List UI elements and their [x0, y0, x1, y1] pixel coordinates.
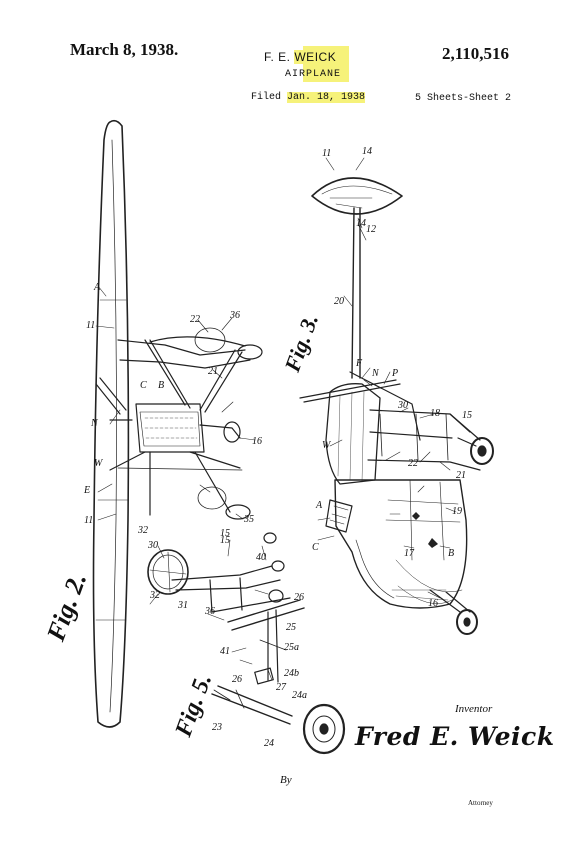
ref-numeral: 23 — [212, 722, 222, 733]
ref-numeral: F — [356, 358, 363, 369]
fig3-airplane — [299, 157, 494, 635]
ref-numeral: 12 — [366, 224, 376, 235]
ref-numeral: 27 — [276, 682, 286, 693]
fig2-airplane — [92, 119, 263, 728]
ref-numeral: 21 — [208, 366, 218, 377]
patent-title: AIRPLANE — [285, 69, 342, 80]
ref-numeral: 30 — [148, 540, 158, 551]
ref-numeral: 31 — [178, 600, 188, 611]
patent-number: 2,110,516 — [442, 44, 510, 63]
ref-numeral: 17 — [404, 548, 414, 559]
ref-numeral: 14 — [362, 146, 372, 157]
patent-date: March 8, 1938. — [70, 40, 179, 59]
sheet-count: 5 Sheets-Sheet 2 — [415, 93, 512, 104]
filed-label: Filed — [251, 92, 282, 103]
ref-numeral: 32 — [150, 590, 160, 601]
ref-numeral: 35 — [244, 514, 254, 525]
inventor-signature: Fred E. Weick — [355, 722, 555, 751]
filed-date: Jan. 18, 1938 — [287, 92, 366, 103]
ref-numeral: 26 — [232, 674, 242, 685]
ref-numeral: B — [158, 380, 165, 391]
ref-numeral: 41 — [220, 646, 230, 657]
ref-numeral: 15 — [220, 535, 230, 546]
ref-numeral: 20 — [334, 296, 344, 307]
ref-numeral: A — [316, 500, 323, 511]
ref-numeral: 15 — [220, 528, 230, 539]
ref-numeral: 22 — [408, 458, 418, 469]
ref-numeral: 24a — [292, 690, 307, 701]
by-label: By — [280, 774, 292, 786]
inventor-initials: F. E. — [264, 50, 291, 64]
ref-numeral: 16 — [252, 436, 262, 447]
ref-numeral: 26 — [294, 592, 304, 603]
fig5-landing-gear — [147, 532, 346, 755]
ref-numeral: 36 — [205, 606, 215, 617]
ref-numeral: 11 — [322, 148, 332, 159]
ref-numeral: 24b — [284, 668, 299, 679]
ref-numeral: 24 — [264, 738, 274, 749]
ref-numeral: W — [322, 440, 331, 451]
ref-numeral: 11 — [84, 515, 94, 526]
inventor-name: F. E. WEICK — [264, 50, 337, 64]
ref-numeral: 19 — [452, 506, 462, 517]
ref-numeral: 11 — [86, 320, 96, 331]
ref-numeral: C — [140, 380, 147, 391]
filed-line: Filed Jan. 18, 1938 — [251, 92, 366, 103]
attorney-label: Attorney — [468, 799, 493, 807]
ref-numeral: E — [84, 485, 91, 496]
ref-numeral: A — [94, 282, 101, 293]
inventor-label: Inventor — [455, 703, 493, 715]
ref-numeral: 15 — [462, 410, 472, 421]
ref-numeral: 25a — [284, 642, 299, 653]
ref-numeral: 18 — [430, 408, 440, 419]
ref-numeral: W — [94, 458, 103, 469]
ref-numeral: 32 — [138, 525, 148, 536]
ref-numeral: 30 — [398, 400, 408, 411]
ref-numeral: N — [372, 368, 379, 379]
ref-numeral: N — [91, 418, 98, 429]
ref-numeral: 40 — [256, 552, 266, 563]
ref-numeral: C — [312, 542, 319, 553]
ref-numeral: P — [392, 368, 399, 379]
ref-numeral: 36 — [230, 310, 240, 321]
inventor-surname: WEICK — [294, 50, 337, 64]
ref-numeral: B — [448, 548, 455, 559]
ref-numeral: 16 — [428, 598, 438, 609]
ref-numeral: 22 — [190, 314, 200, 325]
ref-numeral: 14 — [356, 218, 366, 229]
ref-numeral: 21 — [456, 470, 466, 481]
ref-numeral: 25 — [286, 622, 296, 633]
